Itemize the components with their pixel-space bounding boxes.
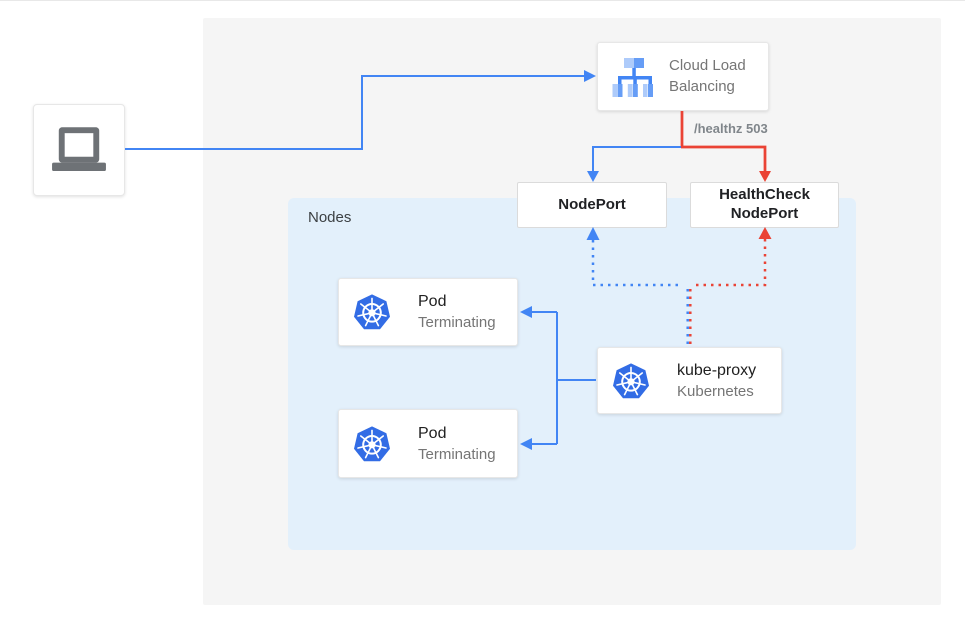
pod-text: Pod Terminating — [418, 423, 496, 464]
nodeport-box: NodePort — [517, 182, 667, 228]
kubernetes-icon — [353, 293, 391, 331]
pod-text: Pod Terminating — [418, 291, 496, 332]
pod-card-2: Pod Terminating — [338, 409, 518, 478]
kubernetes-icon — [353, 424, 391, 462]
nodes-label: Nodes — [308, 209, 352, 226]
pod-status: Terminating — [418, 445, 496, 463]
kube-proxy-subtitle: Kubernetes — [677, 382, 754, 400]
kube-proxy-card: kube-proxy Kubernetes — [597, 347, 782, 414]
healthz-status-label: /healthz 503 — [694, 121, 768, 136]
kube-proxy-text: kube-proxy Kubernetes — [677, 360, 756, 401]
pod-status: Terminating — [418, 314, 496, 332]
pod-card-1: Pod Terminating — [338, 278, 518, 346]
pod-title: Pod — [418, 293, 447, 311]
kube-proxy-title: kube-proxy — [677, 361, 757, 379]
laptop-icon — [52, 127, 106, 172]
cloud-load-balancing-icon — [612, 57, 653, 97]
cloud-load-balancing-card: Cloud Load Balancing — [597, 42, 769, 111]
client-laptop-card — [33, 104, 125, 196]
cloud-load-balancing-label: Cloud Load Balancing — [669, 57, 746, 95]
healthcheck-nodeport-box: HealthCheck NodePort — [690, 182, 839, 228]
pod-title: Pod — [418, 424, 447, 442]
kubernetes-icon — [612, 361, 650, 399]
